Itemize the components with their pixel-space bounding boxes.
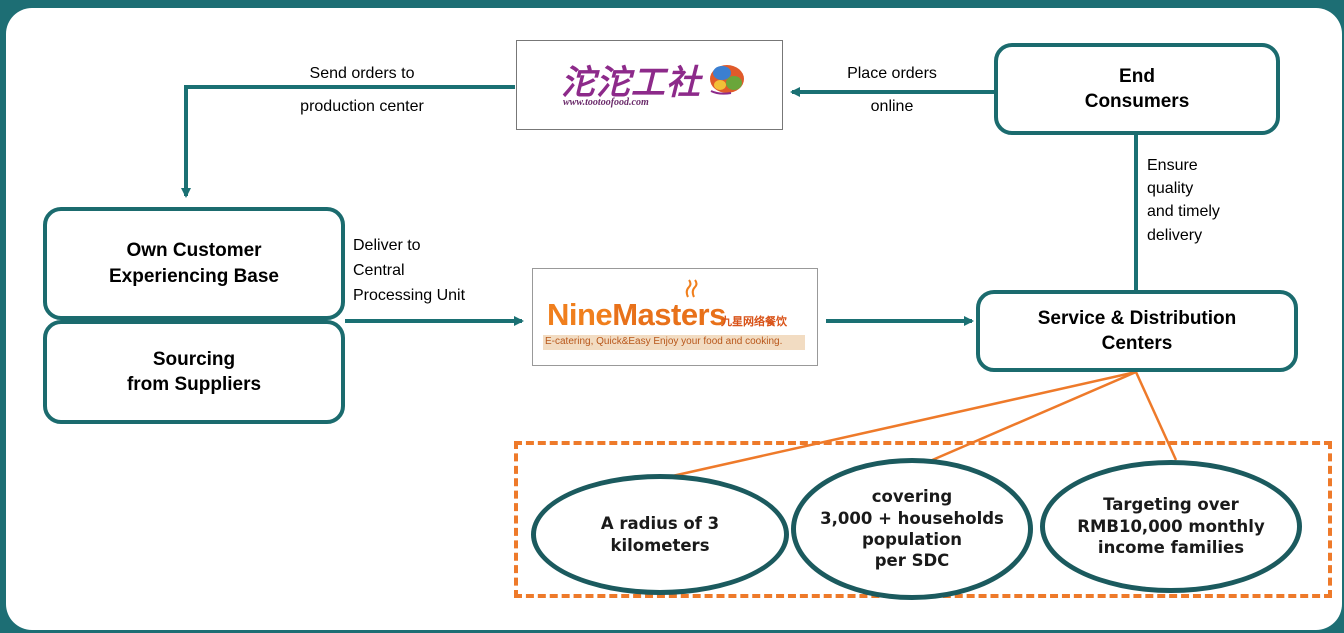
- fan-line-income: [1134, 371, 1178, 461]
- coverage-radius-oval: A radius of 3 kilometers: [531, 474, 789, 595]
- node-service-centers-label: Service & Distribution Centers: [1037, 307, 1237, 354]
- coverage-income-oval: Targeting over RMB10,000 monthly income …: [1040, 460, 1302, 593]
- node-service-centers: Service & Distribution Centers: [976, 290, 1298, 372]
- node-end-consumers: End Consumers: [994, 43, 1280, 135]
- label-send-orders: Send orders to production center: [300, 65, 424, 115]
- label-ensure-quality: Ensure quality and timely delivery: [1147, 157, 1220, 244]
- node-own-customer-base-label: Own Customer Experiencing Base: [108, 240, 280, 287]
- ninemasters-word-nine: Nine: [547, 297, 613, 332]
- ninemasters-tagline-bar: [543, 335, 805, 350]
- ninemasters-word-masters: Masters: [612, 297, 726, 332]
- tootoo-logo: 沱沱工社 www.tootoofood.com: [516, 40, 783, 130]
- node-sourcing: Sourcing from Suppliers: [43, 320, 345, 424]
- coverage-households-oval: covering 3,000 + households population p…: [791, 458, 1033, 600]
- fan-line-radius: [658, 370, 1137, 481]
- mouse-globe-icon: [710, 65, 744, 95]
- fan-line-households: [929, 370, 1137, 463]
- coverage-income-text: Targeting over RMB10,000 monthly income …: [1077, 495, 1265, 558]
- node-end-consumers-label: End Consumers: [1084, 65, 1190, 112]
- steam-icon: [685, 279, 698, 298]
- ninemasters-tagline: E-catering, Quick&Easy Enjoy your food a…: [545, 336, 783, 347]
- ninemasters-chinese: 九星网络餐饮: [721, 315, 787, 328]
- node-sourcing-label: Sourcing from Suppliers: [126, 348, 262, 395]
- ninemasters-logo: NineMasters 九星网络餐饮 E-catering, Quick&Eas…: [532, 268, 818, 366]
- tootoo-logo-name: 沱沱工社: [561, 63, 701, 103]
- node-own-customer-base: Own Customer Experiencing Base: [43, 207, 345, 320]
- ninemasters-wordmark: NineMasters: [547, 299, 726, 330]
- label-place-orders: Place orders online: [847, 65, 937, 115]
- coverage-radius-text: A radius of 3 kilometers: [600, 514, 720, 555]
- coverage-households-text: covering 3,000 + households population p…: [820, 487, 1004, 571]
- tootoo-logo-url: www.tootoofood.com: [563, 97, 649, 108]
- arrow-send-orders: [181, 85, 515, 198]
- label-deliver-cpu: Deliver to Central Processing Unit: [353, 237, 466, 304]
